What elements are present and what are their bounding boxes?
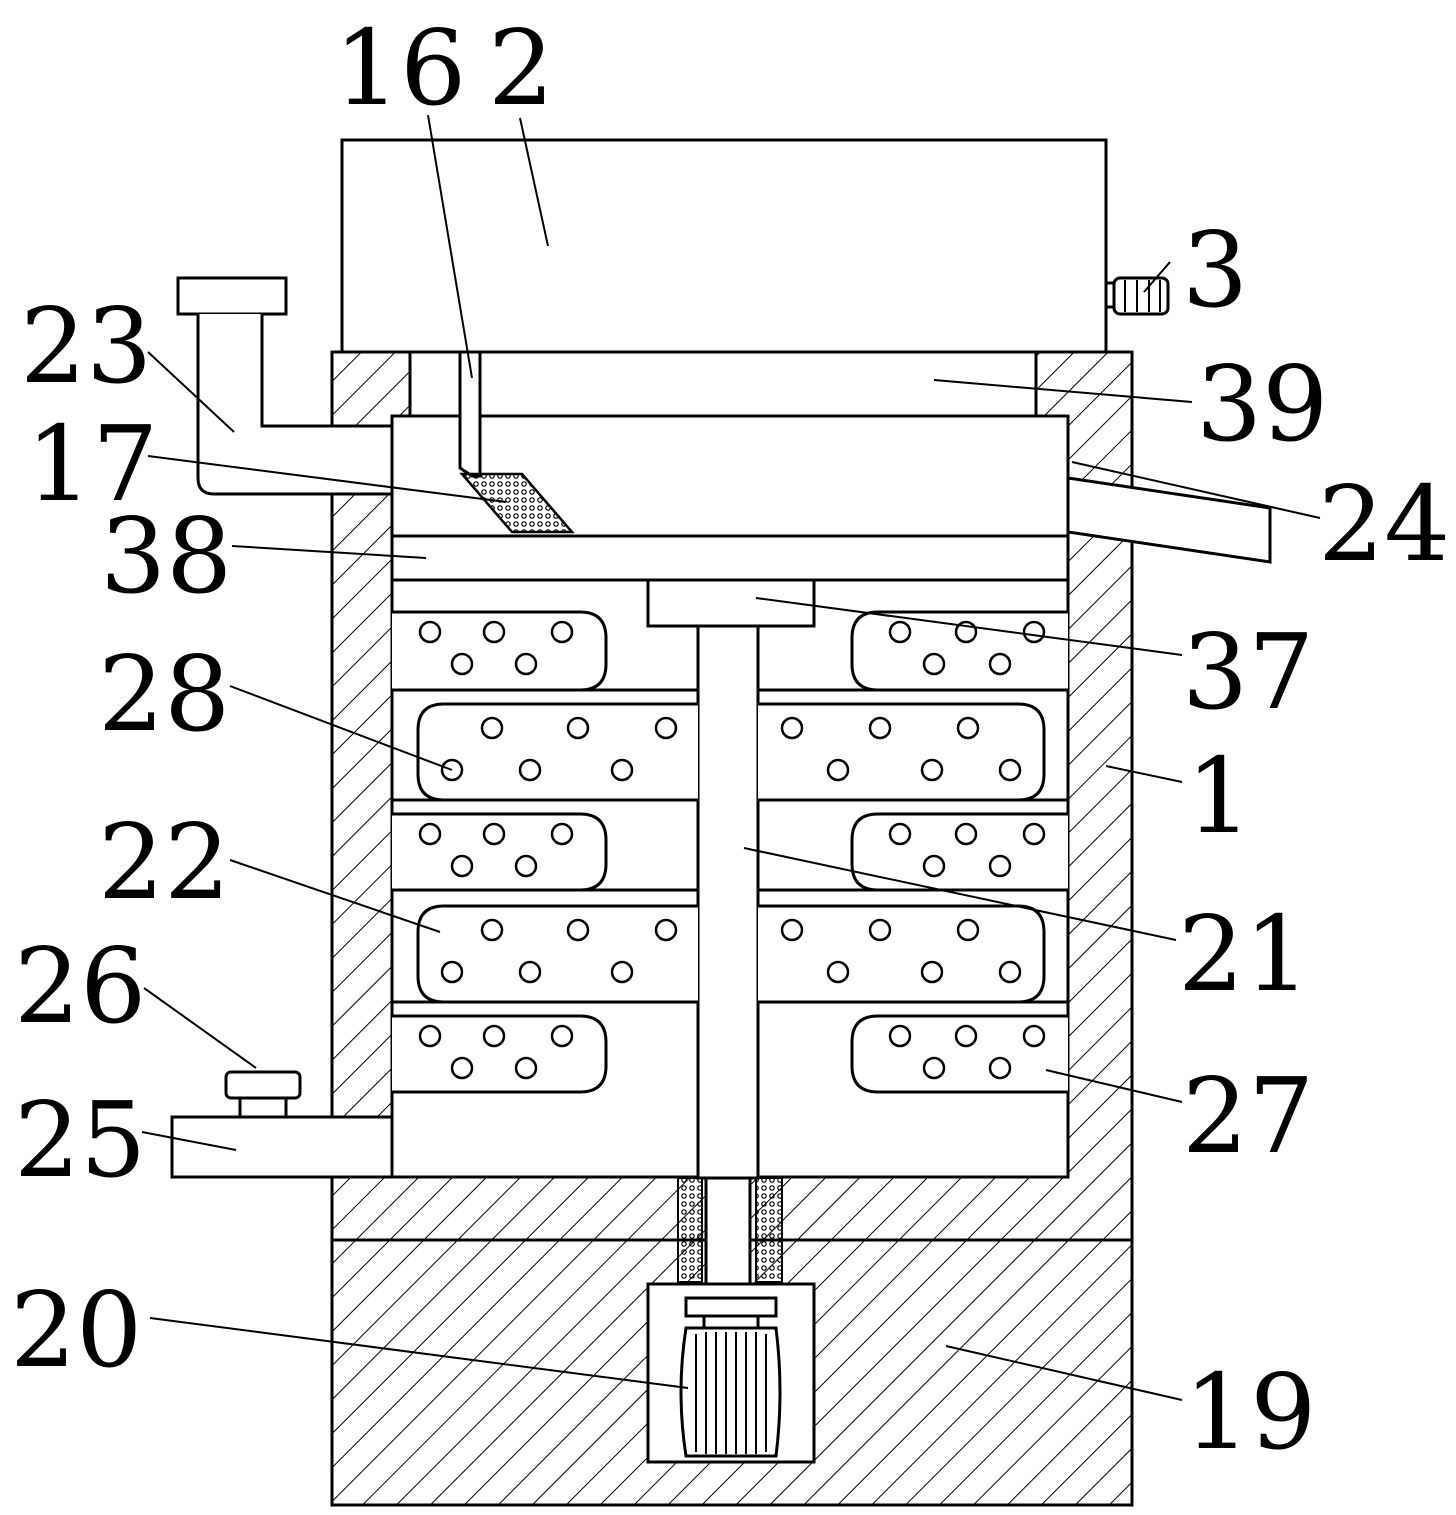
leader-lines bbox=[141, 114, 1321, 1401]
label-1: 1 bbox=[1186, 735, 1252, 857]
perforation-hole bbox=[518, 960, 542, 984]
perforation-hole bbox=[956, 918, 980, 942]
perforation-hole bbox=[450, 854, 474, 878]
shaft-seal-right bbox=[755, 1177, 783, 1283]
label-39: 39 bbox=[1196, 343, 1328, 465]
perforation-hole bbox=[780, 716, 804, 740]
perforation-hole bbox=[550, 1024, 574, 1048]
perforation-hole bbox=[888, 822, 912, 846]
separator-plate bbox=[390, 534, 1070, 582]
perforation-hole bbox=[654, 918, 678, 942]
tray-8 bbox=[416, 904, 698, 1004]
stirring-shaft bbox=[696, 624, 760, 1300]
drain-valve bbox=[224, 1070, 302, 1119]
perforation-hole bbox=[566, 918, 590, 942]
motor bbox=[646, 1282, 816, 1464]
label-37: 37 bbox=[1182, 611, 1314, 733]
perforation-hole bbox=[450, 1056, 474, 1080]
perforation-hole bbox=[780, 918, 804, 942]
inlet-pipe bbox=[176, 276, 394, 496]
perforation-hole bbox=[654, 716, 678, 740]
perforated-trays bbox=[392, 610, 1068, 1094]
label-28: 28 bbox=[98, 633, 230, 755]
perforation-hole bbox=[922, 652, 946, 676]
top-cover bbox=[340, 138, 1108, 354]
perforation-hole bbox=[826, 960, 850, 984]
label-19: 19 bbox=[1184, 1351, 1316, 1473]
drain-pipe bbox=[170, 1115, 394, 1179]
perforation-hole bbox=[610, 960, 634, 984]
shaft-seal-left bbox=[677, 1177, 703, 1283]
perforation-hole bbox=[956, 716, 980, 740]
perforation-hole bbox=[954, 822, 978, 846]
perforation-hole bbox=[480, 918, 504, 942]
perforation-hole bbox=[418, 620, 442, 644]
perforation-hole bbox=[988, 652, 1012, 676]
perforation-hole bbox=[868, 918, 892, 942]
perforation-hole bbox=[920, 960, 944, 984]
label-16: 16 bbox=[334, 7, 466, 129]
perforation-hole bbox=[1022, 620, 1046, 644]
perforation-hole bbox=[954, 1024, 978, 1048]
outlet-pipe bbox=[1066, 476, 1272, 564]
perforation-hole bbox=[920, 758, 944, 782]
perforation-hole bbox=[998, 758, 1022, 782]
perforation-hole bbox=[514, 854, 538, 878]
label-23: 23 bbox=[20, 285, 152, 407]
perforation-hole bbox=[450, 652, 474, 676]
side-knob bbox=[1104, 276, 1170, 316]
label-2: 2 bbox=[488, 7, 554, 129]
perforation-hole bbox=[868, 716, 892, 740]
perforation-hole bbox=[888, 1024, 912, 1048]
perforation-hole bbox=[480, 716, 504, 740]
tray-7 bbox=[758, 702, 1046, 802]
tray-6 bbox=[416, 702, 698, 802]
perforation-hole bbox=[440, 960, 464, 984]
feed-opening bbox=[408, 350, 1038, 418]
perforation-hole bbox=[922, 854, 946, 878]
perforation-hole bbox=[610, 758, 634, 782]
perforation-hole bbox=[998, 960, 1022, 984]
label-22: 22 bbox=[98, 801, 230, 923]
perforation-hole bbox=[550, 620, 574, 644]
label-27: 27 bbox=[1182, 1055, 1314, 1177]
perforation-hole bbox=[482, 1024, 506, 1048]
label-26: 26 bbox=[14, 925, 146, 1047]
perforation-hole bbox=[888, 620, 912, 644]
perforation-hole bbox=[922, 1056, 946, 1080]
perforation-hole bbox=[418, 1024, 442, 1048]
perforation-hole bbox=[988, 854, 1012, 878]
perforation-hole bbox=[514, 1056, 538, 1080]
label-21: 21 bbox=[1178, 893, 1310, 1015]
label-25: 25 bbox=[14, 1079, 146, 1201]
perforation-hole bbox=[826, 758, 850, 782]
perforation-hole bbox=[988, 1056, 1012, 1080]
perforation-hole bbox=[1022, 822, 1046, 846]
perforation-hole bbox=[1022, 1024, 1046, 1048]
label-17: 17 bbox=[26, 403, 158, 525]
tray-9 bbox=[758, 904, 1046, 1004]
brush-pad bbox=[459, 472, 575, 534]
label-3: 3 bbox=[1182, 209, 1248, 331]
perforation-hole bbox=[418, 822, 442, 846]
perforation-hole bbox=[482, 620, 506, 644]
perforation-hole bbox=[514, 652, 538, 676]
perforation-hole bbox=[550, 822, 574, 846]
perforation-hole bbox=[482, 822, 506, 846]
label-20: 20 bbox=[10, 1269, 142, 1391]
perforation-hole bbox=[566, 716, 590, 740]
label-24: 24 bbox=[1318, 463, 1450, 585]
perforation-hole bbox=[518, 758, 542, 782]
label-38: 38 bbox=[100, 495, 232, 617]
